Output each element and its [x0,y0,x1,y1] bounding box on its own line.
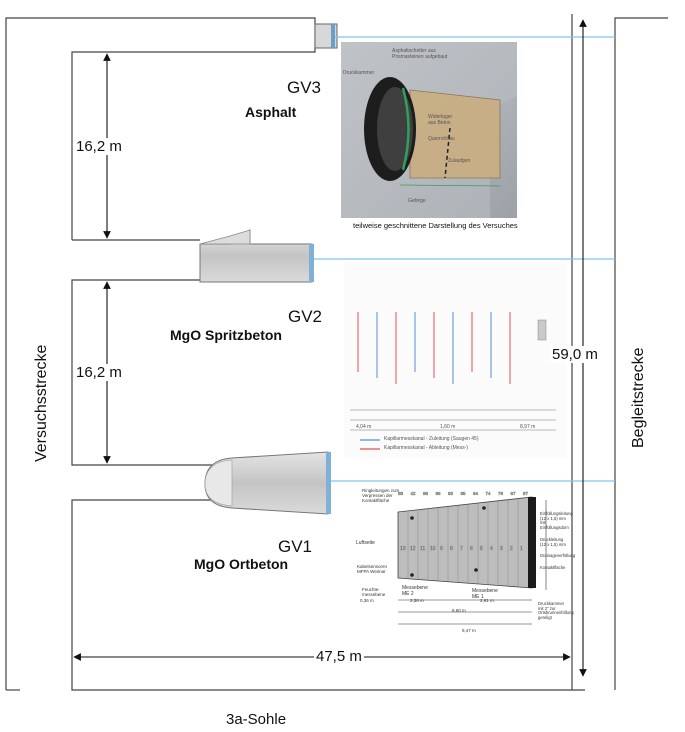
level-lines [314,36,615,482]
gv1-segment-number: 5 [480,546,483,552]
gv1-dim-5: 9,47 m [462,628,476,633]
gv3-body [314,23,338,49]
gv1-right-label-4: Kontaktfläche [540,565,566,570]
gv1-segment-number: 12 [410,546,416,552]
gv2-number: GV2 [288,307,323,326]
gv1-sensor-label: Kabelsensoren MFPA Weimar [357,564,388,574]
gv1-segment-number: 8 [450,546,453,552]
gv1-segment-number: 1 [520,546,523,552]
svg-text:Prismasteinen aufgebaut: Prismasteinen aufgebaut [392,54,448,60]
gv1-top-number: 65 [461,491,467,496]
gv1-me2-label: Messebene ME 2 [402,585,428,597]
gv1-ring-label: Ringleitungen zum Verpressen der Kontakt… [362,488,400,503]
gv1-segment-number: 13 [400,546,406,552]
svg-text:Zulaufgen: Zulaufgen [448,158,470,164]
gv2-technical-panel [344,262,566,458]
gv2-dist-2: 1,60 m [440,424,456,430]
gv3-material: Asphalt [245,104,297,120]
gv2-material: MgO Spritzbeton [170,327,282,343]
gv2-legend-1: Kapillarmesskanal - Zuleitung (Saugen 45… [384,436,479,442]
gv1-segment-number: 4 [490,546,493,552]
gv1-top-number: 42 [411,491,417,496]
spacing-upper-label: 16,2 m [74,138,124,155]
svg-text:Querrohbau: Querrohbau [428,136,455,142]
gv1-right-label-1: Einfüllungsleitung (12 x 1,5) mm mit Ein… [540,511,573,530]
gv1-material: MgO Ortbeton [194,556,289,572]
gv1-top-number: 63 [448,491,454,496]
gv2-legend-2: Kapillarmesskanal - Ableitung (Mess-) [384,445,468,451]
gv1-segment-number: 6 [470,546,473,552]
svg-text:Widerlager: Widerlager [428,114,453,120]
gv1-dim-2: 2,36 m [410,598,424,603]
gv3-cutaway-panel: Asphaltschotter aus Prismasteinen aufgeb… [341,42,517,218]
gv1-dim-3: 2,61 m [480,598,494,603]
svg-text:Asphaltschotter aus: Asphaltschotter aus [392,48,436,54]
gv1-segment-number: 2 [510,546,513,552]
gv1-top-number: 74 [486,491,492,496]
gv1-number: GV1 [278,537,313,556]
svg-text:Druckkammer: Druckkammer [343,70,374,76]
gv1-top-number: 66 [436,491,442,496]
gv1-dim-1: 0,36 m [360,598,374,603]
gv2-dist-1: 4,04 m [356,424,372,430]
gv1-top-number: 64 [473,491,479,496]
gv1-segment-number: 11 [420,546,425,552]
gv2-dist-3: 8,97 m [520,424,536,430]
gv1-right-label-2: Druckleitung (12 x 1,5) mm [540,537,566,547]
gv1-segment-number: 10 [430,546,436,552]
gv3-number: GV3 [287,78,322,97]
svg-text:Gebirge: Gebirge [408,198,426,204]
gv1-me1-label: Messebene ME 1 [472,588,498,600]
gv1-segment-number: 9 [440,546,443,552]
gv3-caption: teilweise geschnittene Darstellung des V… [353,221,518,230]
gv1-segment-number: 3 [500,546,503,552]
gv1-right-label-3: Drainageverfüllung [540,553,576,558]
svg-text:aus Beton: aus Beton [428,120,451,126]
gv2-body [199,229,314,283]
gv1-right-label-5: Druckkammer mit 2" zur Ortsbrunnenfüllun… [538,601,574,620]
gv1-top-number: 76 [498,491,504,496]
gv1-top-number: 87 [523,491,529,496]
begleitstrecke-label: Begleitstrecke [630,347,647,449]
gv1-top-number: 88 [398,491,404,496]
gv1-luftseite-label: Luftseite [356,540,375,546]
width-label: 47,5 m [314,648,364,665]
total-height-label: 59,0 m [550,346,600,363]
gv1-top-number: 66 [423,491,429,496]
gv1-top-number: 67 [511,491,517,496]
gv1-body [204,451,331,515]
gv1-segment-number: 7 [460,546,463,552]
sohle-label: 3a-Sohle [226,711,287,728]
gv1-feuchte-label: Feuchte-messebene [362,587,386,597]
gv1-dim-4: 8,60 m [452,608,466,613]
versuchsstrecke-label: Versuchsstrecke [33,344,50,462]
spacing-lower-label: 16,2 m [74,364,124,381]
